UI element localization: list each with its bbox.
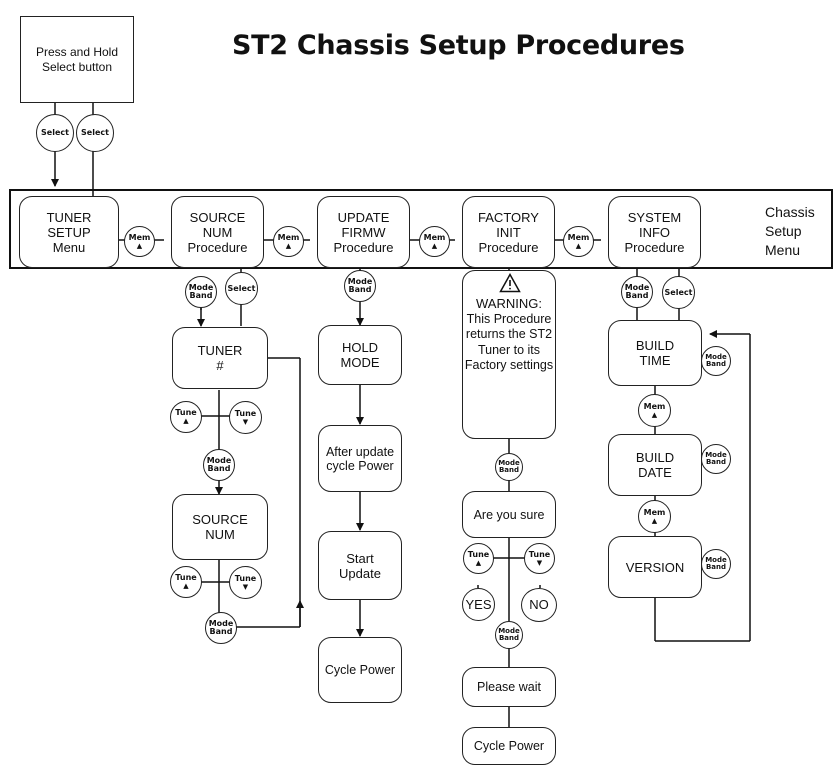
factory-warning-text: WARNING: This Procedure returns the ST2 …	[462, 296, 556, 374]
factory-cycle-power-box: Cycle Power	[462, 727, 556, 765]
start-update-box: Start Update	[318, 531, 402, 600]
diagram-title: ST2 Chassis Setup Procedures	[232, 30, 685, 61]
mem-up-button-icon: Mem▲	[124, 226, 155, 257]
build-time-box: BUILD TIME	[608, 320, 702, 386]
mem-up-button-icon: Mem▲	[638, 500, 671, 533]
tune-up-button-icon: Tune▲	[170, 401, 202, 433]
tuner-number-box: TUNER #	[172, 327, 268, 389]
no-option: NO	[521, 588, 557, 622]
are-you-sure-box: Are you sure	[462, 491, 556, 538]
after-update-box: After update cycle Power	[318, 425, 402, 492]
warning-body: This Procedure returns the ST2 Tuner to …	[464, 311, 554, 373]
mem-up-button-icon: Mem▲	[419, 226, 450, 257]
menu-factory-init: FACTORY INIT Procedure	[462, 196, 555, 268]
select-button-icon: Select	[36, 114, 74, 152]
tune-down-button-icon: Tune▼	[524, 543, 555, 574]
warning-triangle-icon	[499, 273, 521, 293]
tune-up-button-icon: Tune▲	[463, 543, 494, 574]
mem-up-button-icon: Mem▲	[273, 226, 304, 257]
select-button-icon: Select	[662, 276, 695, 309]
mem-up-button-icon: Mem▲	[638, 394, 671, 427]
version-box: VERSION	[608, 536, 702, 598]
chassis-setup-menu-label: Chassis Setup Menu	[765, 204, 815, 258]
tune-down-button-icon: Tune▼	[229, 401, 262, 434]
factory-warning-box	[462, 270, 556, 439]
tune-down-button-icon: Tune▼	[229, 566, 262, 599]
menu-tuner-setup: TUNER SETUP Menu	[19, 196, 119, 268]
chassis-setup-menu-frame	[9, 189, 833, 269]
mem-up-button-icon: Mem▲	[563, 226, 594, 257]
menu-source-num: SOURCE NUM Procedure	[171, 196, 264, 268]
menu-update-firmw: UPDATE FIRMW Procedure	[317, 196, 410, 268]
select-button-icon: Select	[76, 114, 114, 152]
firmware-cycle-power-box: Cycle Power	[318, 637, 402, 703]
select-button-icon: Select	[225, 272, 258, 305]
source-num-box: SOURCE NUM	[172, 494, 268, 560]
start-press-hold-box: Press and Hold Select button	[20, 16, 134, 103]
build-date-box: BUILD DATE	[608, 434, 702, 496]
tune-up-button-icon: Tune▲	[170, 566, 202, 598]
menu-system-info: SYSTEM INFO Procedure	[608, 196, 701, 268]
yes-option: YES	[462, 588, 495, 621]
warning-title: WARNING:	[476, 296, 542, 311]
hold-mode-box: HOLD MODE	[318, 325, 402, 385]
please-wait-box: Please wait	[462, 667, 556, 707]
